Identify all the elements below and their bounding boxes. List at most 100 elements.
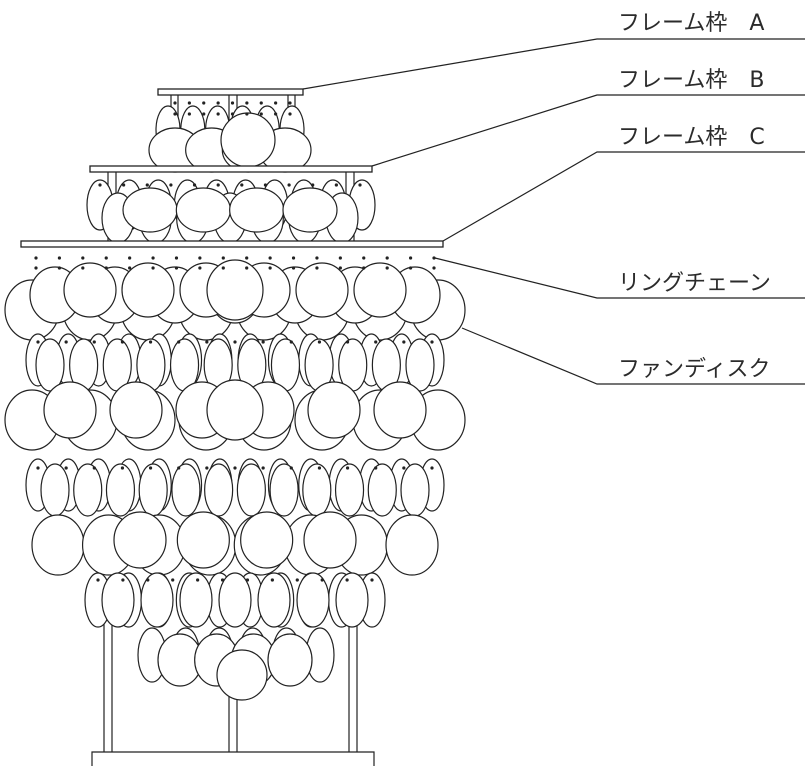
chain-dot <box>177 340 181 344</box>
chain-dot <box>288 112 292 116</box>
fan-disc <box>40 463 70 517</box>
chain-dot <box>64 466 68 470</box>
fan-disc <box>296 572 330 628</box>
chain-dot <box>295 578 299 582</box>
chain-dot <box>358 183 362 187</box>
fan-disc <box>140 572 174 628</box>
chain-dot <box>430 340 434 344</box>
chain-dot <box>104 266 108 270</box>
chain-dot <box>408 256 413 260</box>
chain-dot <box>34 256 38 260</box>
chain-dot <box>402 466 406 470</box>
fan-disc <box>267 633 313 687</box>
chain-dot <box>98 183 102 187</box>
chain-dot <box>198 266 202 270</box>
label-frame-a: フレーム枠 A <box>618 11 764 36</box>
fan-disc <box>35 338 65 392</box>
ring-chain-dots <box>34 101 436 582</box>
chain-dot <box>192 183 197 187</box>
chain-dot <box>274 112 278 116</box>
leader-frame-a <box>302 38 805 90</box>
chain-dot <box>362 256 366 260</box>
chain-dot <box>122 183 126 187</box>
fan-discs <box>4 105 466 701</box>
base-plate <box>91 751 375 766</box>
fan-disc <box>73 463 103 517</box>
fan-disc <box>307 381 361 439</box>
fan-disc <box>179 572 213 628</box>
chain-dot <box>370 578 374 582</box>
chain-dot <box>64 340 68 344</box>
chain-dot <box>128 256 132 260</box>
chain-dot <box>92 340 96 344</box>
chain-dot <box>233 340 237 344</box>
chain-dot <box>120 340 125 344</box>
fan-disc <box>105 463 136 517</box>
chain-dot <box>205 466 209 470</box>
chain-dot <box>291 266 296 270</box>
chain-dot <box>221 256 225 260</box>
label-frame-c: フレーム枠 C <box>618 125 765 150</box>
chain-dot <box>174 256 179 260</box>
chain-dot <box>270 578 274 582</box>
chain-dot <box>216 112 220 116</box>
chain-dot <box>216 183 220 187</box>
frame-c-bar <box>20 240 444 248</box>
fan-disc <box>138 463 168 517</box>
chain-dot <box>81 266 85 270</box>
fan-disc <box>175 187 231 233</box>
chain-dot <box>146 578 150 582</box>
chain-dot <box>198 256 202 260</box>
chain-dot <box>274 101 278 105</box>
chain-dot <box>385 256 389 260</box>
chain-dot <box>432 256 436 260</box>
fan-disc <box>335 572 369 628</box>
fan-disc <box>303 511 357 569</box>
chain-dot <box>261 340 265 344</box>
chain-dot <box>121 578 125 582</box>
chain-dot <box>289 340 293 344</box>
chain-dot <box>362 266 366 270</box>
chain-dot <box>104 256 108 260</box>
chain-dot <box>174 266 179 270</box>
chain-dot <box>245 101 249 105</box>
chain-dot <box>315 256 319 260</box>
chain-dot <box>334 183 338 187</box>
chain-dot <box>287 183 291 187</box>
chain-dot <box>245 112 249 116</box>
chain-dot <box>36 466 40 470</box>
label-frame-b: フレーム枠 B <box>618 68 764 93</box>
chain-dot <box>221 266 225 270</box>
fan-disc <box>353 262 407 318</box>
fan-disc <box>282 187 338 233</box>
chain-dot <box>408 266 413 270</box>
chain-dot <box>120 466 125 470</box>
chain-dot <box>311 183 315 187</box>
chain-dot <box>187 112 191 116</box>
fan-disc <box>295 262 349 318</box>
chain-dot <box>151 256 155 260</box>
fan-disc <box>43 381 97 439</box>
chain-dot <box>220 578 225 582</box>
leader-fan-disc <box>461 327 805 385</box>
chain-dot <box>374 340 378 344</box>
chain-dot <box>230 112 235 116</box>
fan-disc <box>122 187 178 233</box>
chain-dot <box>291 256 296 260</box>
chain-dot <box>338 256 342 260</box>
chain-dot <box>169 183 173 187</box>
fan-disc <box>373 381 427 439</box>
chain-dot <box>81 256 85 260</box>
chain-dot <box>92 466 96 470</box>
chain-dot <box>430 466 434 470</box>
chain-dot <box>432 266 436 270</box>
fan-disc <box>302 463 332 517</box>
fan-disc <box>206 379 264 441</box>
chain-dot <box>145 183 149 187</box>
chain-dot <box>173 112 177 116</box>
chain-dot <box>259 112 263 116</box>
chain-dot <box>345 466 350 470</box>
chain-dot <box>263 183 268 187</box>
fan-disc <box>101 572 135 628</box>
